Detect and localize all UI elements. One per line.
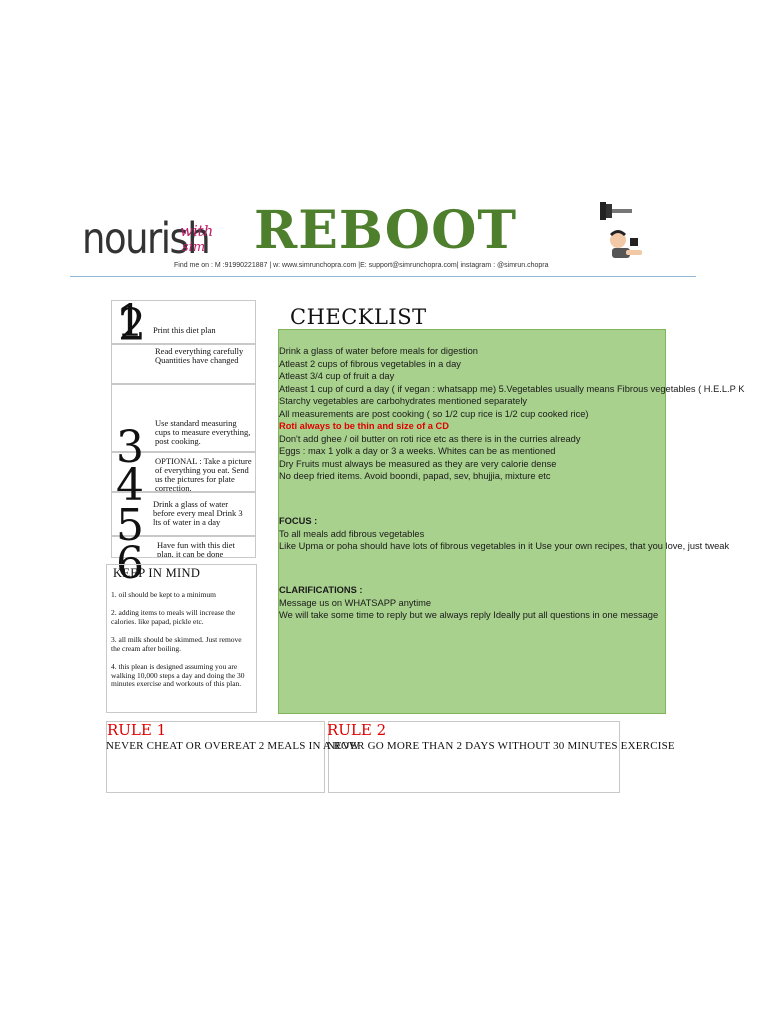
focus-item: To all meals add fibrous vegetables — [279, 528, 425, 539]
step-number-5: 5 — [116, 500, 144, 551]
rule-1-box — [106, 721, 325, 793]
step-number-4: 4 — [116, 460, 144, 511]
step-text-1: Print this diet plan — [153, 325, 216, 335]
checklist-item: Atleast 3/4 cup of fruit a day — [279, 371, 395, 381]
step-text-3: Use standard measuring cups to measure e… — [155, 418, 251, 446]
checklist-item: Drink a glass of water before meals for … — [279, 346, 478, 356]
header-divider — [70, 276, 696, 277]
rule-2-text: NEVER GO MORE THAN 2 DAYS WITHOUT 30 MIN… — [327, 740, 675, 752]
checklist-item: Dry Fruits must always be measured as th… — [279, 458, 557, 469]
clarifications-title: CLARIFICATIONS : — [279, 585, 363, 595]
checklist-panel — [278, 329, 666, 714]
step-number-6: 6 — [116, 538, 144, 589]
checklist-item: Don't add ghee / oil butter on roti rice… — [279, 433, 581, 444]
checklist-item: Starchy vegetables are carbohydrates men… — [279, 396, 528, 406]
step-box-2 — [111, 344, 256, 384]
keep-in-mind-title: KEEP IN MIND — [113, 566, 201, 580]
focus-section: FOCUS : To all meals add fibrous vegetab… — [279, 515, 768, 553]
clarifications-item: Message us on WHATSAPP anytime — [279, 597, 432, 608]
dumbbell-icon — [596, 200, 646, 266]
checklist-item: No deep fried items. Avoid boondi, papad… — [279, 471, 551, 481]
focus-item: Like Upma or poha should have lots of fi… — [279, 541, 730, 551]
step-text-6: Have fun with this diet plan, it can be … — [157, 541, 235, 557]
brand-logo-text: nourish — [82, 214, 211, 264]
step-text-4: OPTIONAL : Take a picture of everything … — [155, 456, 252, 493]
step-box-3 — [111, 384, 256, 452]
keep-in-mind-box — [106, 564, 257, 713]
checklist-item: Eggs : max 1 yolk a day or 3 a weeks. Wh… — [279, 446, 556, 456]
contact-line: Find me on : M :91990221887 | w: www.sim… — [174, 262, 549, 269]
rule-2-box — [328, 721, 620, 793]
step-box-5 — [111, 492, 256, 536]
brand-logo-sim: sim — [182, 240, 206, 255]
clarifications-section: CLARIFICATIONS : Message us on WHATSAPP … — [279, 584, 768, 622]
page-title: REBOOT — [254, 200, 518, 261]
focus-title: FOCUS : — [279, 516, 318, 526]
checklist-lines: Drink a glass of water before meals for … — [279, 345, 768, 483]
step-box-4 — [111, 452, 256, 492]
step-box-1 — [111, 300, 256, 344]
keep-in-mind-item-2: 2. adding items to meals will increase t… — [111, 608, 236, 626]
rule-1-title: RULE 1 — [107, 721, 167, 739]
checklist-item: Atleast 2 cups of fibrous vegetables in … — [279, 358, 461, 369]
keep-in-mind-item-4: 4. this plean is designed assuming you a… — [111, 662, 245, 688]
clarifications-item: We will take some time to reply but we a… — [279, 610, 659, 620]
step-number-1: 1 — [116, 296, 144, 347]
checklist-item: All measurements are post cooking ( so 1… — [279, 408, 589, 419]
step-text-5: Drink a glass of water before every meal… — [153, 499, 243, 527]
keep-in-mind-item-3: 3. all milk should be skimmed. Just remo… — [111, 635, 242, 653]
step-text-2: Read everything carefully Quantities hav… — [155, 346, 244, 365]
rule-2-title: RULE 2 — [327, 721, 387, 739]
step-box-6 — [111, 536, 256, 558]
rule-1-text: NEVER CHEAT OR OVEREAT 2 MEALS IN A ROW — [106, 740, 360, 752]
keep-in-mind-item-1: 1. oil should be kept to a minimum — [111, 590, 216, 599]
checklist-item-highlight: Roti always to be thin and size of a CD — [279, 421, 449, 431]
step-number-2: 2 — [118, 300, 146, 351]
step-number-3: 3 — [116, 422, 144, 473]
checklist-title: CHECKLIST — [290, 305, 427, 329]
brand-logo-with: with — [180, 222, 214, 240]
checklist-item: Atleast 1 cup of curd a day ( if vegan :… — [279, 383, 745, 394]
